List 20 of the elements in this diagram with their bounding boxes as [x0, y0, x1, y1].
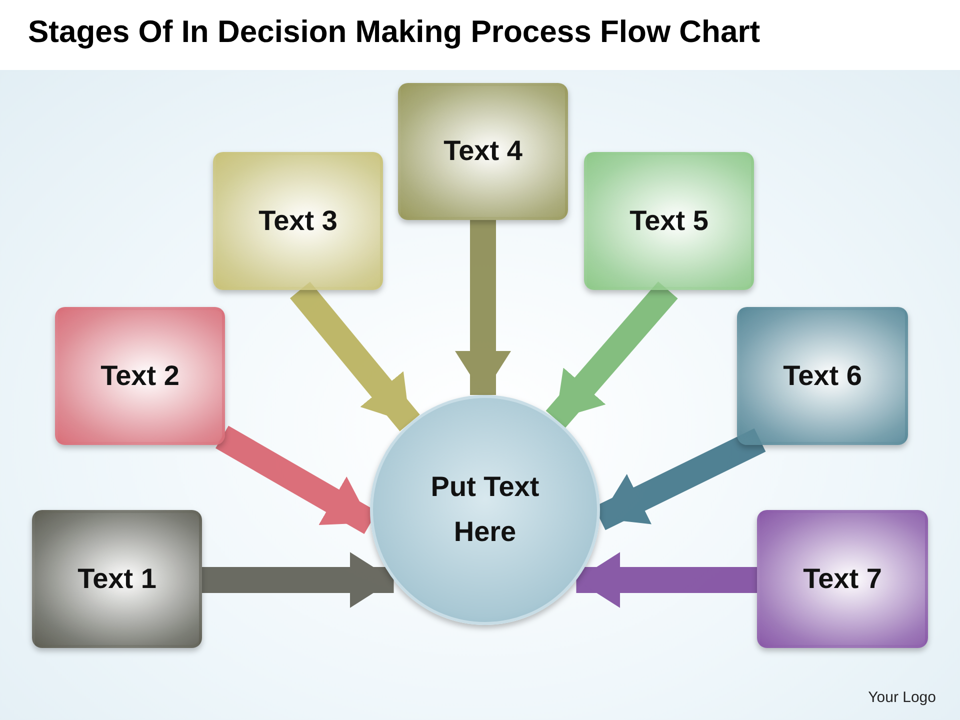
stage-box [32, 510, 202, 648]
node-text: Put Text Here [430, 470, 540, 549]
node-text: Text 2 [100, 358, 180, 393]
node-text: Text 1 [78, 562, 156, 596]
node-text: Text 7 [803, 562, 882, 596]
title: Stages Of In Decision Making Process Flow Chart [28, 14, 760, 50]
arrow [576, 552, 757, 608]
node-text: Text 6 [783, 358, 862, 393]
stage-box [757, 510, 928, 648]
stage-box [398, 83, 568, 220]
footer-note: Your Logo [868, 689, 936, 706]
node-text: Text 3 [258, 204, 338, 238]
stage-box [737, 307, 908, 445]
stage-box [584, 152, 754, 290]
stage-box [213, 152, 383, 290]
node-text: Text 4 [444, 134, 522, 168]
arrow [455, 220, 511, 396]
stage-box [55, 307, 225, 445]
node-text: Text 5 [630, 204, 708, 238]
arrow [202, 552, 394, 608]
